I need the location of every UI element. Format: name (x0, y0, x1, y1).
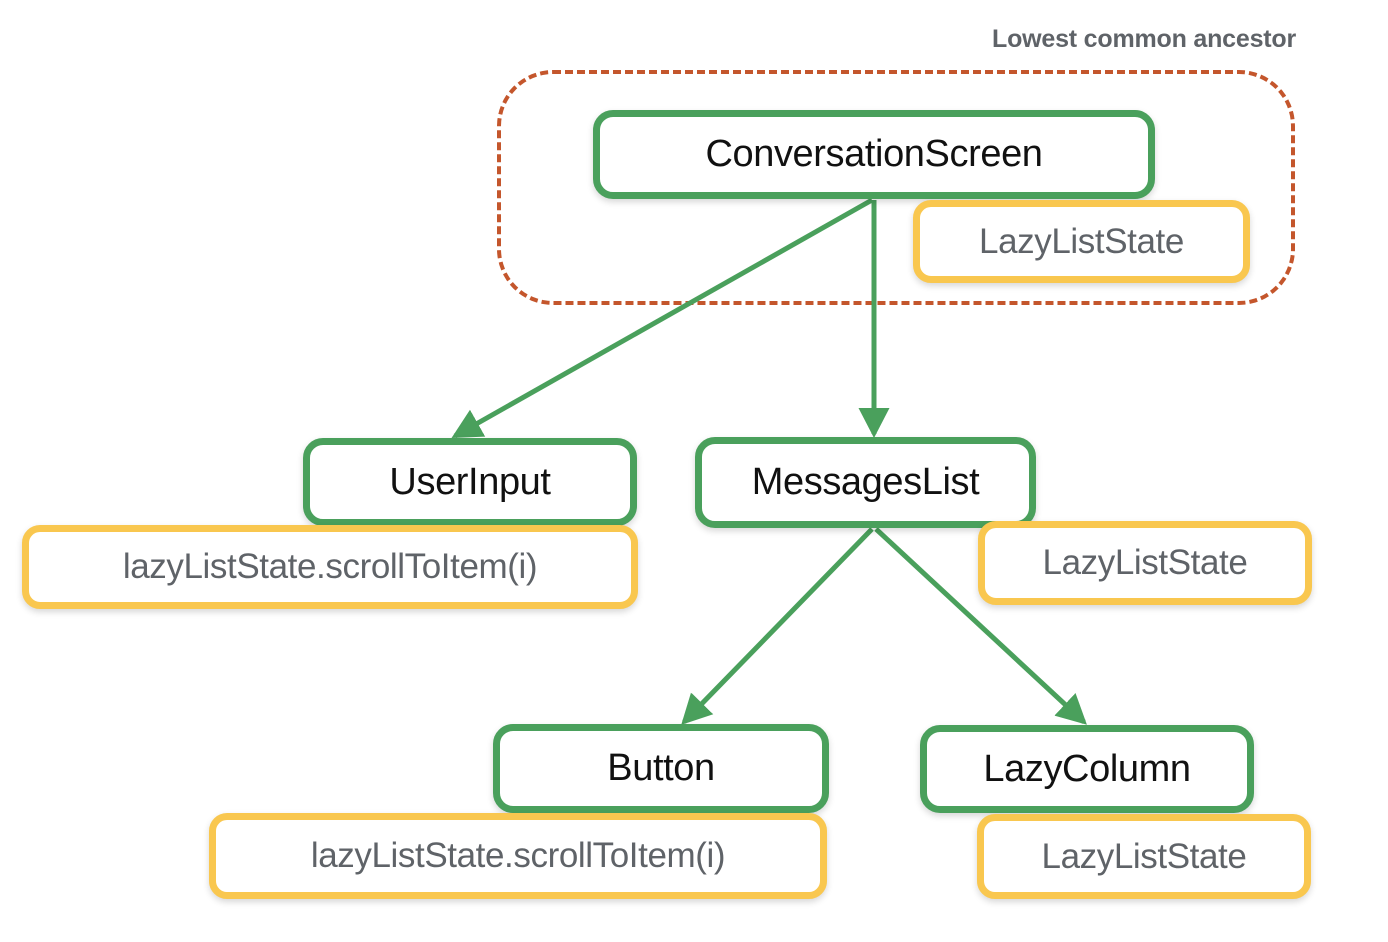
node-label: LazyListState (1041, 836, 1247, 876)
node-label: ConversationScreen (705, 133, 1043, 175)
node-user-input[interactable]: UserInput (303, 438, 637, 526)
lowest-common-ancestor-group (497, 70, 1295, 305)
node-label: MessagesList (751, 461, 980, 503)
node-conversation-screen[interactable]: ConversationScreen (593, 110, 1155, 199)
node-button[interactable]: Button (493, 724, 829, 813)
node-label: lazyListState.scrollToItem(i) (310, 836, 726, 875)
node-label: LazyListState (1042, 543, 1248, 582)
lowest-common-ancestor-label: Lowest common ancestor (992, 25, 1296, 53)
node-label: lazyListState.scrollToItem(i) (122, 547, 538, 586)
node-messages-list[interactable]: MessagesList (695, 437, 1036, 528)
node-lazy-column-state[interactable]: LazyListState (977, 814, 1311, 899)
node-button-state[interactable]: lazyListState.scrollToItem(i) (209, 813, 827, 899)
edge-messageslist-to-button (681, 527, 874, 725)
node-messages-list-state[interactable]: LazyListState (978, 521, 1312, 605)
node-conversation-screen-state[interactable]: LazyListState (913, 200, 1250, 283)
node-label: LazyColumn (983, 747, 1191, 790)
node-lazy-column[interactable]: LazyColumn (920, 725, 1254, 813)
node-label: UserInput (389, 460, 551, 503)
node-label: LazyListState (979, 221, 1184, 261)
node-user-input-state[interactable]: lazyListState.scrollToItem(i) (22, 525, 638, 609)
node-label: Button (607, 747, 715, 789)
